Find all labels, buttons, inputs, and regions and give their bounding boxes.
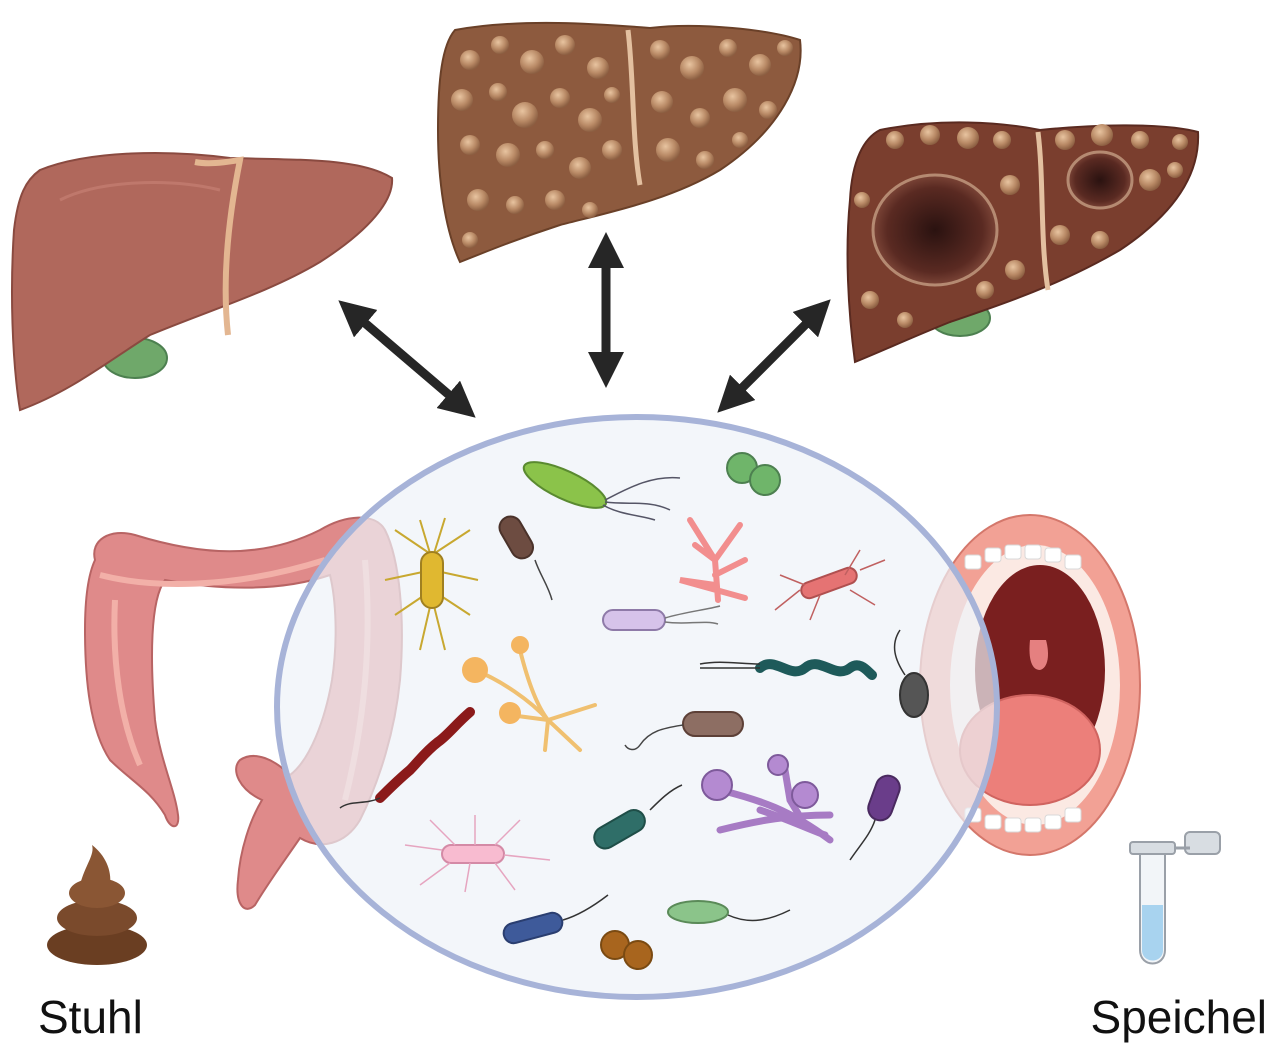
sample-tube-icon [1129,831,1221,965]
stool-label: Stuhl [38,991,143,1043]
microbe-orange-fungus [473,648,597,752]
saliva-label: Speichel [1090,991,1267,1043]
interaction-arrows [338,232,831,418]
arrow-liver-cancer [717,299,831,413]
microbes [339,452,929,970]
liver-cancer-icon [846,121,1200,364]
cirrhotic-liver-icon [436,21,802,264]
uvula [1029,640,1048,670]
tumor-small [1066,150,1134,210]
arrow-healthy-liver [338,300,476,418]
cirrhosis-nodules [451,35,793,248]
stool-icon [47,845,147,965]
tumor-large [871,173,999,287]
healthy-liver-shape [11,152,394,412]
hcc-nodules [854,124,1188,328]
microbe-yellow-bacillus [384,517,479,651]
cirrhotic-liver-shape [436,21,802,264]
microbe-purple-fungus [716,766,834,844]
healthy-liver-icon [11,152,394,412]
